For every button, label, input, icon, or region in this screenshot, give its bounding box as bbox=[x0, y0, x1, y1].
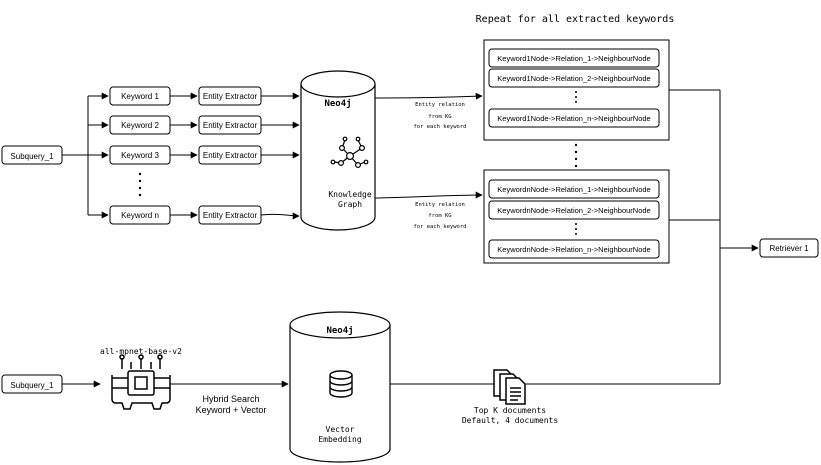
relation-row: KeywordnNode->Relation_n->NeighbourNode bbox=[497, 245, 650, 254]
keyword-box-2: Keyword 2 bbox=[109, 115, 171, 135]
hybrid-search-sublabel: Keyword + Vector bbox=[196, 405, 267, 415]
relation-note-text: from KG bbox=[428, 213, 451, 219]
relation-note-1: Entity relation from KG for each keyword bbox=[414, 102, 467, 130]
entity-extractor-box-n: Entity Extractor bbox=[198, 205, 262, 225]
row-ellipsis bbox=[575, 223, 577, 235]
keyword-label: Keyword 2 bbox=[121, 121, 159, 130]
chip-gear-icon bbox=[111, 354, 171, 410]
knowledge-graph-icon bbox=[330, 136, 369, 169]
relation-note-text: for each keyword bbox=[414, 224, 467, 230]
db-group-arrows bbox=[374, 92, 483, 199]
vector-db-title: Neo4j bbox=[326, 325, 353, 336]
extractor-label: Entity Extractor bbox=[203, 92, 258, 101]
docs-label: Top K documents bbox=[474, 406, 546, 415]
relation-row: Keyword1Node->Relation_n->NeighbourNode bbox=[497, 114, 650, 123]
extractor-db-arrows bbox=[260, 92, 300, 220]
relation-note-text: Entity relation bbox=[415, 202, 465, 208]
relation-note-text: for each keyword bbox=[414, 124, 467, 130]
vector-caption-line1: Vector bbox=[326, 425, 355, 434]
keyword-box-n: Keyword n bbox=[109, 205, 171, 225]
subquery-box-top: Subquery_1 bbox=[1, 145, 63, 165]
relation-row: KeywordnNode->Relation_2->NeighbourNode bbox=[497, 206, 650, 215]
kg-db-title: Neo4j bbox=[324, 98, 351, 109]
keyword-box-3: Keyword 3 bbox=[109, 145, 171, 165]
keyword-label: Keyword n bbox=[121, 211, 159, 220]
keyword-extractor-arrows bbox=[170, 92, 198, 219]
keyword-box-1: Keyword 1 bbox=[109, 86, 171, 106]
keyword-label: Keyword 3 bbox=[121, 151, 159, 160]
relation-note-text: Entity relation bbox=[415, 102, 465, 108]
retriever-box: Retriever 1 bbox=[759, 238, 819, 258]
kg-caption-line2: Graph bbox=[338, 200, 362, 209]
keyword-ellipsis bbox=[138, 172, 142, 197]
row-ellipsis bbox=[575, 91, 577, 103]
fanout-connectors bbox=[62, 92, 109, 219]
entity-extractor-box-2: Entity Extractor bbox=[198, 115, 262, 135]
database-icon bbox=[329, 370, 353, 398]
model-name-label: all-mpnet-base-v2 bbox=[100, 347, 182, 356]
retriever-connectors bbox=[390, 89, 759, 385]
knowledge-graph-db: Neo4j Knowledge Graph bbox=[300, 70, 376, 231]
subquery-box-bottom: Subquery_1 bbox=[1, 374, 63, 394]
vector-caption-line2: Embedding bbox=[318, 435, 362, 444]
vector-embedding-db: Neo4j Vector Embedding bbox=[289, 311, 391, 463]
subquery-label-top: Subquery_1 bbox=[10, 152, 54, 161]
relation-row: KeywordnNode->Relation_1->NeighbourNode bbox=[497, 185, 650, 194]
relation-row: Keyword1Node->Relation_2->NeighbourNode bbox=[497, 74, 650, 83]
keyword-label: Keyword 1 bbox=[121, 92, 159, 101]
extractor-label: Entity Extractor bbox=[203, 121, 258, 130]
hybrid-search-label: Hybrid Search bbox=[202, 394, 259, 404]
extractor-label: Entity Extractor bbox=[203, 151, 258, 160]
relation-group-keyword1: Keyword1Node->Relation_1->NeighbourNode … bbox=[483, 39, 670, 141]
extractor-label: Entity Extractor bbox=[203, 211, 258, 220]
docs-sublabel: Default, 4 documents bbox=[462, 416, 559, 425]
groups-ellipsis bbox=[574, 143, 578, 168]
entity-extractor-box-1: Entity Extractor bbox=[198, 86, 262, 106]
relation-group-keywordn: KeywordnNode->Relation_1->NeighbourNode … bbox=[483, 169, 670, 264]
repeat-label: Repeat for all extracted keywords bbox=[476, 14, 675, 25]
documents-icon bbox=[493, 369, 526, 405]
relation-note-2: Entity relation from KG for each keyword bbox=[414, 202, 467, 230]
subquery-label-bottom: Subquery_1 bbox=[10, 381, 54, 390]
relation-row: Keyword1Node->Relation_1->NeighbourNode bbox=[497, 54, 650, 63]
relation-note-text: from KG bbox=[428, 114, 451, 120]
entity-extractor-box-3: Entity Extractor bbox=[198, 145, 262, 165]
kg-caption-line1: Knowledge bbox=[328, 190, 372, 199]
retriever-label: Retriever 1 bbox=[769, 244, 809, 253]
